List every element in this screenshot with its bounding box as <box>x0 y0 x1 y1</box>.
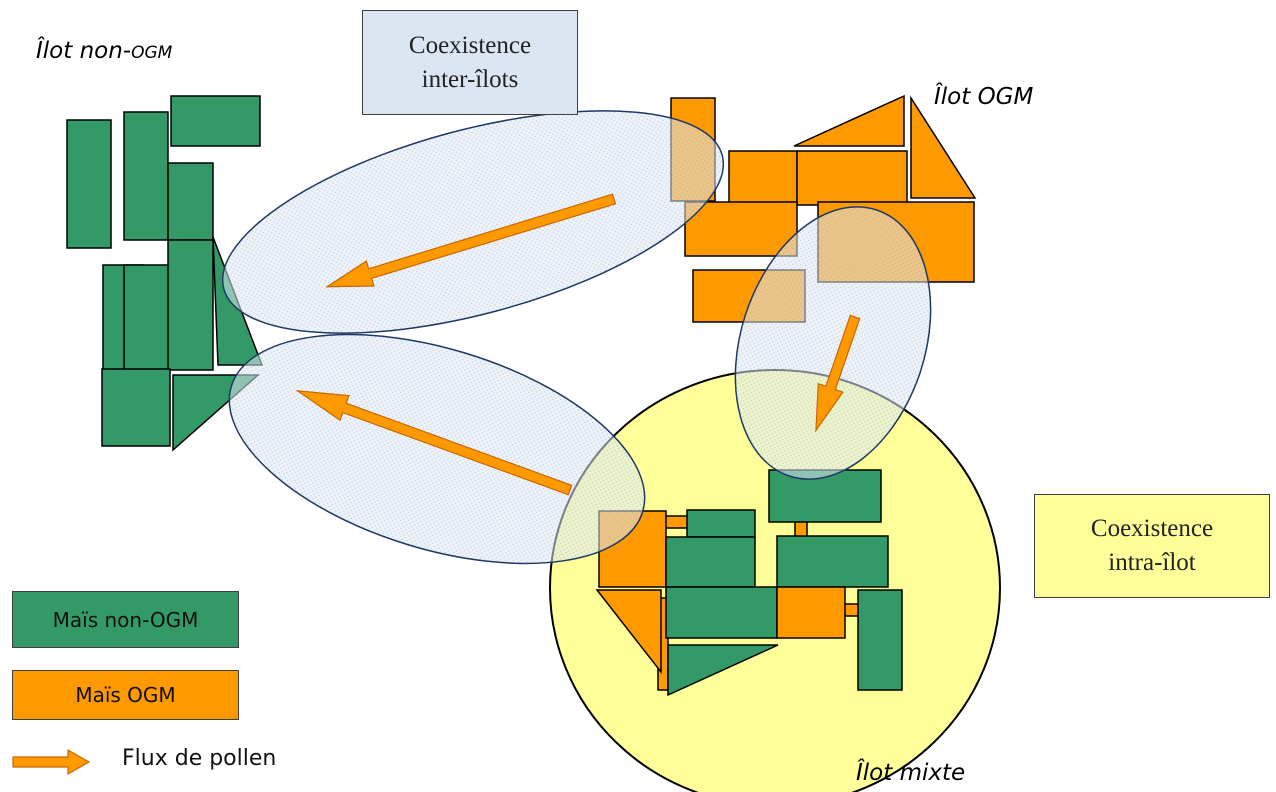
box-inter-line2: inter-îlots <box>421 65 519 93</box>
label-ilot-non-ogm-suffix: OGM <box>131 43 173 63</box>
mixed-island-fields <box>595 469 903 697</box>
label-ilot-non-ogm-prefix: Îlot non- <box>36 38 132 64</box>
legend-flux: Flux de pollen <box>122 746 277 771</box>
box-intra-line1: Coexistence <box>1090 515 1214 543</box>
pollen-arrows <box>295 193 861 496</box>
box-intra-line2: intra-îlot <box>1108 549 1196 576</box>
label-ilot-mixte: Îlot mixte <box>856 760 966 786</box>
label-ilot-non-ogm: Îlot non-OGM <box>36 38 172 64</box>
box-inter-line1: Coexistence <box>408 31 532 59</box>
arrow-mixte-to-nonogm <box>295 389 573 496</box>
legend-non-ogm: Maïs non-OGM <box>12 591 239 648</box>
box-coexistence-intra: Coexistence intra-îlot <box>1034 494 1270 598</box>
arrow-ogm-to-mixte <box>815 314 861 433</box>
non-ogm-island <box>66 95 264 452</box>
label-ilot-ogm: Îlot OGM <box>934 84 1034 110</box>
legend-ogm: Maïs OGM <box>12 670 239 720</box>
arrow-ogm-to-nonogm <box>325 193 617 288</box>
legend-arrow-icon <box>12 748 91 776</box>
box-coexistence-inter: Coexistence inter-îlots <box>362 10 578 115</box>
